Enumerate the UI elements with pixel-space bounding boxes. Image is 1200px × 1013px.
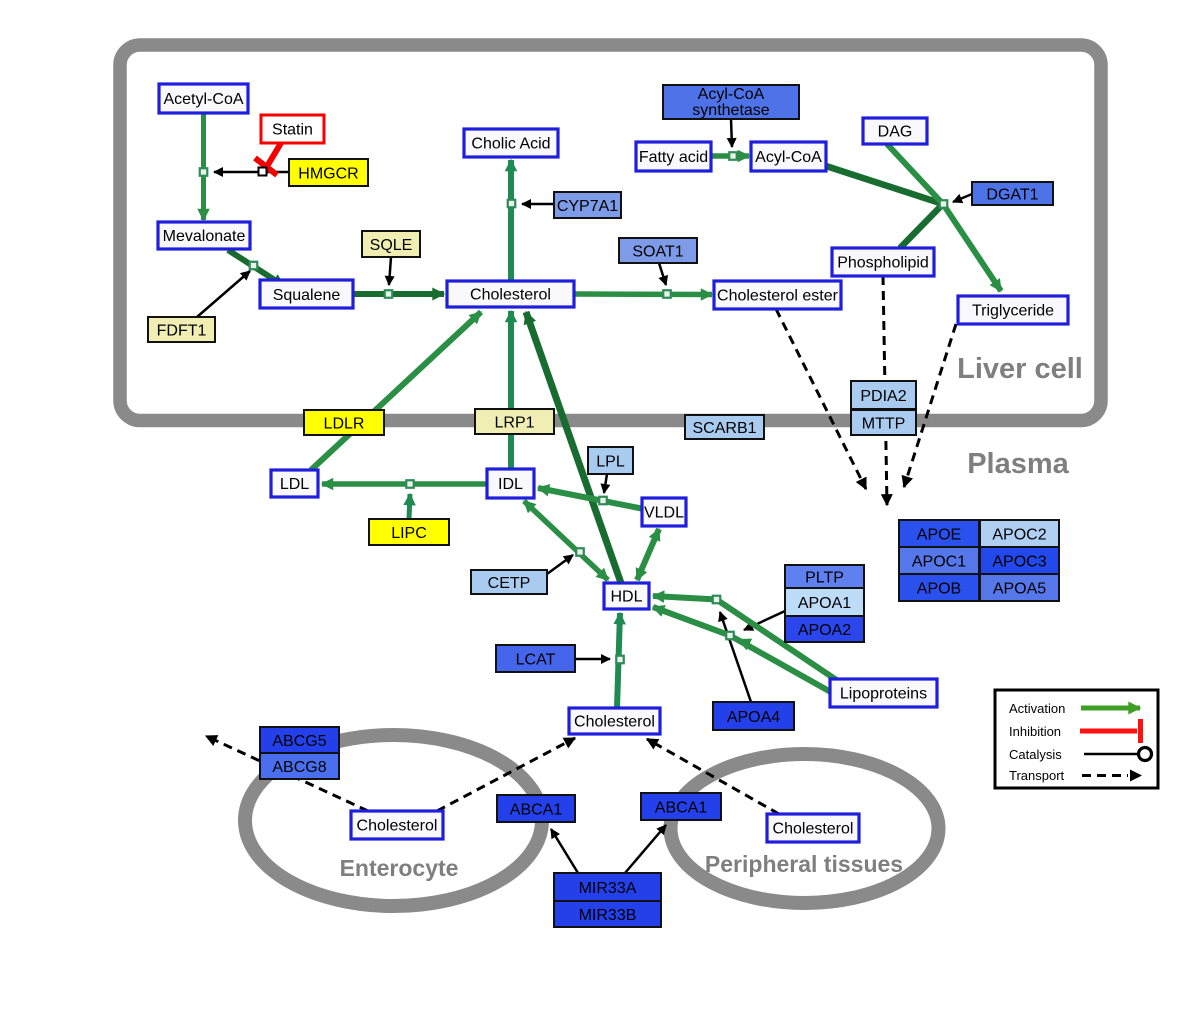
svg-text:Lipoproteins: Lipoproteins — [840, 686, 927, 703]
svg-text:Activation: Activation — [1009, 701, 1065, 716]
svg-text:HDL: HDL — [610, 589, 642, 606]
svg-text:APOB: APOB — [917, 581, 961, 598]
svg-text:HMGCR: HMGCR — [298, 166, 358, 183]
svg-text:SCARB1: SCARB1 — [692, 420, 756, 437]
svg-text:Plasma: Plasma — [967, 448, 1069, 480]
svg-text:ABCG8: ABCG8 — [272, 759, 326, 776]
svg-text:LCAT: LCAT — [516, 652, 556, 669]
svg-text:LRP1: LRP1 — [494, 415, 534, 432]
svg-text:Cholesterol: Cholesterol — [357, 818, 438, 835]
svg-text:Cholesterol: Cholesterol — [574, 714, 655, 731]
svg-text:Cholic Acid: Cholic Acid — [471, 136, 550, 153]
svg-text:ABCA1: ABCA1 — [655, 800, 708, 817]
svg-text:APOC1: APOC1 — [912, 554, 966, 571]
svg-text:APOA4: APOA4 — [727, 709, 780, 726]
svg-text:APOC3: APOC3 — [992, 554, 1046, 571]
svg-text:Peripheral tissues: Peripheral tissues — [705, 851, 903, 877]
svg-text:Acetyl-CoA: Acetyl-CoA — [163, 91, 243, 108]
svg-text:VLDL: VLDL — [644, 505, 684, 522]
svg-text:Acyl-CoA: Acyl-CoA — [755, 149, 822, 166]
svg-text:MTTP: MTTP — [862, 416, 906, 433]
svg-text:Cholesterol ester: Cholesterol ester — [717, 288, 839, 305]
svg-text:CYP7A1: CYP7A1 — [557, 198, 618, 215]
svg-text:Triglyceride: Triglyceride — [972, 303, 1054, 320]
svg-text:APOA1: APOA1 — [798, 595, 851, 612]
svg-text:FDFT1: FDFT1 — [157, 323, 207, 340]
svg-text:ABCA1: ABCA1 — [510, 802, 563, 819]
svg-text:APOC2: APOC2 — [992, 527, 1046, 544]
svg-text:Acyl-CoA: Acyl-CoA — [698, 86, 765, 103]
svg-text:Transport: Transport — [1009, 768, 1065, 783]
svg-text:SQLE: SQLE — [370, 237, 413, 254]
svg-text:MIR33B: MIR33B — [579, 907, 637, 924]
svg-text:LDLR: LDLR — [324, 416, 365, 433]
svg-text:Enterocyte: Enterocyte — [340, 855, 459, 881]
svg-text:Fatty acid: Fatty acid — [639, 149, 708, 166]
svg-text:MIR33A: MIR33A — [579, 880, 637, 897]
svg-text:LIPC: LIPC — [391, 525, 427, 542]
svg-text:Liver cell: Liver cell — [957, 353, 1083, 385]
svg-text:DAG: DAG — [878, 124, 913, 141]
svg-text:Cholesterol: Cholesterol — [773, 821, 854, 838]
svg-text:synthetase: synthetase — [692, 102, 769, 119]
svg-text:PLTP: PLTP — [805, 570, 844, 587]
svg-text:CETP: CETP — [488, 575, 531, 592]
svg-text:LDL: LDL — [280, 476, 309, 493]
svg-text:APOA5: APOA5 — [993, 581, 1046, 598]
svg-text:Squalene: Squalene — [273, 287, 341, 304]
svg-text:Cholesterol: Cholesterol — [470, 287, 551, 304]
svg-text:PDIA2: PDIA2 — [860, 388, 906, 405]
svg-text:Catalysis: Catalysis — [1009, 747, 1062, 762]
svg-text:SOAT1: SOAT1 — [632, 244, 683, 261]
svg-text:DGAT1: DGAT1 — [986, 187, 1038, 204]
svg-text:IDL: IDL — [498, 476, 523, 493]
svg-text:ABCG5: ABCG5 — [272, 733, 326, 750]
svg-text:APOA2: APOA2 — [798, 622, 851, 639]
svg-text:Inhibition: Inhibition — [1009, 724, 1061, 739]
svg-text:Phospholipid: Phospholipid — [837, 255, 929, 272]
svg-text:Mevalonate: Mevalonate — [163, 228, 246, 245]
svg-text:Statin: Statin — [272, 122, 313, 139]
svg-text:LPL: LPL — [596, 454, 625, 471]
svg-text:APOE: APOE — [917, 527, 961, 544]
